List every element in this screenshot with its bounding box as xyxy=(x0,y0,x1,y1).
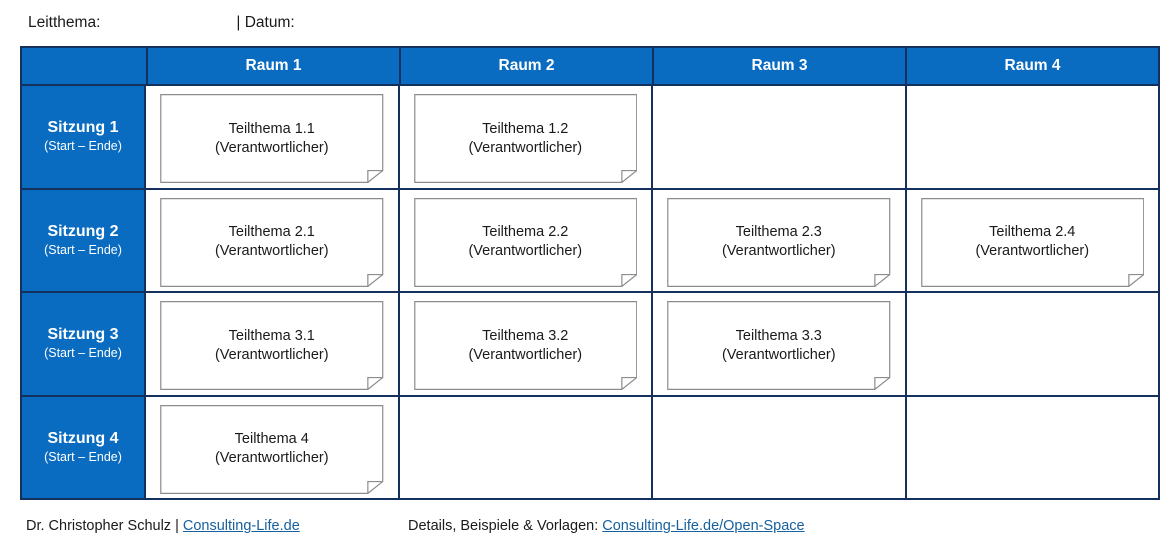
session-slot-r2-raum4[interactable]: Teilthema 2.4 (Verantwortlicher) xyxy=(906,189,1158,291)
footer-details-text: Details, Beispiele & Vorlagen: xyxy=(408,518,603,534)
row-label-sitzung-4[interactable]: Sitzung 4 (Start – Ende) xyxy=(22,396,146,498)
grid-row: Sitzung 1 (Start – Ende) Teilthema 1.1 (Ver… xyxy=(22,86,1158,190)
topic-card[interactable]: Teilthema 2.3 (Verantwortlicher) xyxy=(667,197,891,287)
row-label-title: Sitzung 2 xyxy=(47,222,119,240)
row-label-sitzung-3[interactable]: Sitzung 3 (Start – Ende) xyxy=(22,293,146,395)
session-slot-r3-raum1[interactable]: Teilthema 3.1 (Verantwortlicher) xyxy=(146,293,400,395)
topic-card-title: Teilthema 3.1 xyxy=(228,327,315,344)
grid-header-row: Raum 1 Raum 2 Raum 3 Raum 4 xyxy=(22,48,1158,86)
topic-card-owner: (Verantwortlicher) xyxy=(468,346,583,363)
footer-author-link[interactable]: Consulting-Life.de xyxy=(182,518,300,534)
topic-card-title: Teilthema 3.2 xyxy=(482,327,569,344)
session-slot-r2-raum3[interactable]: Teilthema 2.3 (Verantwortlicher) xyxy=(653,189,907,291)
grid-row: Sitzung 4 (Start – Ende) Teilthema 4 (Veran… xyxy=(22,396,1158,498)
column-header-raum-3[interactable]: Raum 3 xyxy=(654,48,907,84)
session-slot-r2-raum2[interactable]: Teilthema 2.2 (Verantwortlicher) xyxy=(399,189,653,291)
row-label-sitzung-2[interactable]: Sitzung 2 (Start – Ende) xyxy=(22,189,146,291)
topic-card-owner: (Verantwortlicher) xyxy=(214,243,329,259)
topic-card-title: Teilthema 2.4 xyxy=(989,224,1076,241)
topic-card[interactable]: Teilthema 3.2 (Verantwortlicher) xyxy=(413,301,637,390)
session-slot-r3-raum2[interactable]: Teilthema 3.2 (Verantwortlicher) xyxy=(399,293,653,395)
topic-card[interactable]: Teilthema 2.1 (Verantwortlicher) xyxy=(160,197,384,287)
column-header-raum-2[interactable]: Raum 2 xyxy=(401,48,654,84)
leitthema-label: Leitthema: xyxy=(28,14,101,31)
document-meta-bar: Leitthema: | Datum: xyxy=(0,0,1174,46)
topic-card[interactable]: Teilthema 2.2 (Verantwortlicher) xyxy=(413,197,637,287)
row-label-title: Sitzung 4 xyxy=(47,429,119,447)
topic-card-title: Teilthema 4 xyxy=(234,431,309,448)
session-slot-r2-raum1[interactable]: Teilthema 2.1 (Verantwortlicher) xyxy=(146,189,400,291)
topic-card-owner: (Verantwortlicher) xyxy=(721,346,836,363)
session-slot-r4-raum3[interactable] xyxy=(653,396,907,498)
row-label-timerange: (Start – Ende) xyxy=(44,449,122,464)
topic-card-title: Teilthema 2.3 xyxy=(735,224,822,241)
row-label-title: Sitzung 3 xyxy=(47,326,119,344)
row-label-sitzung-1[interactable]: Sitzung 1 (Start – Ende) xyxy=(22,86,146,188)
topic-card-title: Teilthema 1.1 xyxy=(228,120,315,137)
topic-card-owner: (Verantwortlicher) xyxy=(214,139,329,156)
session-slot-r1-raum3[interactable] xyxy=(653,86,907,188)
topic-card[interactable]: Teilthema 4 (Verantwortlicher) xyxy=(160,404,384,494)
footer-details-block: Details, Beispiele & Vorlagen: Consultin… xyxy=(408,518,805,534)
topic-card-title: Teilthema 2.2 xyxy=(482,224,569,241)
datum-label: | Datum: xyxy=(236,14,295,31)
session-slot-r1-raum4[interactable] xyxy=(906,86,1158,188)
topic-card-title: Teilthema 1.2 xyxy=(482,120,569,137)
grid-body: Sitzung 1 (Start – Ende) Teilthema 1.1 (Ver… xyxy=(22,86,1158,498)
footer-details-link[interactable]: Consulting-Life.de/Open-Space xyxy=(602,518,805,534)
footer-author-text: Dr. Christopher Schulz | xyxy=(26,518,183,534)
topic-card[interactable]: Teilthema 3.1 (Verantwortlicher) xyxy=(160,301,384,390)
topic-card-owner: (Verantwortlicher) xyxy=(214,346,329,363)
session-slot-r4-raum2[interactable] xyxy=(399,396,653,498)
topic-card[interactable]: Teilthema 1.2 (Verantwortlicher) xyxy=(413,94,637,183)
session-slot-r4-raum4[interactable] xyxy=(906,396,1158,498)
topic-card-owner: (Verantwortlicher) xyxy=(468,243,583,259)
grid-row: Sitzung 2 (Start – Ende) Teilthema 2.1 (Ver… xyxy=(22,189,1158,293)
session-slot-r3-raum4[interactable] xyxy=(906,293,1158,395)
footer-author-block: Dr. Christopher Schulz | Consulting-Life… xyxy=(26,518,300,534)
topic-card-owner: (Verantwortlicher) xyxy=(721,243,836,259)
topic-card[interactable]: Teilthema 2.4 (Verantwortlicher) xyxy=(920,197,1144,287)
topic-card-title: Teilthema 2.1 xyxy=(228,224,315,241)
session-slot-r3-raum3[interactable]: Teilthema 3.3 (Verantwortlicher) xyxy=(653,293,907,395)
session-slot-r1-raum1[interactable]: Teilthema 1.1 (Verantwortlicher) xyxy=(146,86,400,188)
open-space-agenda-grid: Raum 1 Raum 2 Raum 3 Raum 4 Sitzung 1 (St… xyxy=(20,46,1160,500)
topic-card[interactable]: Teilthema 1.1 (Verantwortlicher) xyxy=(160,94,384,183)
row-label-timerange: (Start – Ende) xyxy=(44,139,122,154)
row-label-timerange: (Start – Ende) xyxy=(44,242,122,257)
row-label-timerange: (Start – Ende) xyxy=(44,346,122,361)
row-label-title: Sitzung 1 xyxy=(47,119,119,137)
grid-corner-cell xyxy=(22,48,148,84)
grid-row: Sitzung 3 (Start – Ende) Teilthema 3.1 (Ver… xyxy=(22,293,1158,397)
topic-card-owner: (Verantwortlicher) xyxy=(468,139,583,156)
topic-card[interactable]: Teilthema 3.3 (Verantwortlicher) xyxy=(667,301,891,390)
page-footer: Dr. Christopher Schulz | Consulting-Life… xyxy=(0,508,1174,546)
column-header-raum-4[interactable]: Raum 4 xyxy=(907,48,1158,84)
topic-card-title: Teilthema 3.3 xyxy=(735,327,822,344)
column-header-raum-1[interactable]: Raum 1 xyxy=(148,48,401,84)
session-slot-r1-raum2[interactable]: Teilthema 1.2 (Verantwortlicher) xyxy=(399,86,653,188)
topic-card-owner: (Verantwortlicher) xyxy=(975,243,1090,259)
topic-card-owner: (Verantwortlicher) xyxy=(214,450,329,466)
session-slot-r4-raum1[interactable]: Teilthema 4 (Verantwortlicher) xyxy=(146,396,400,498)
